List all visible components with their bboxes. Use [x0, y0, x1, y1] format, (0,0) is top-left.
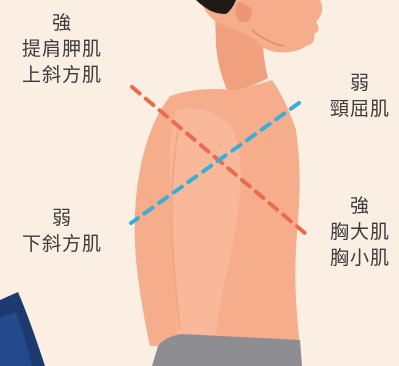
muscle-pectoralis-major: 胸大肌 — [318, 219, 399, 245]
label-strong-lower: 強 胸大肌 胸小肌 — [318, 193, 399, 271]
level-strong: 強 — [318, 193, 399, 219]
muscle-upper-trapezius: 上斜方肌 — [10, 62, 114, 88]
label-weak-upper: 弱 頸屈肌 — [318, 70, 399, 122]
muscle-neck-flexors: 頸屈肌 — [318, 96, 399, 122]
muscle-levator-scapulae: 提肩胛肌 — [10, 36, 114, 62]
level-strong: 強 — [10, 10, 114, 36]
level-weak: 弱 — [318, 70, 399, 96]
muscle-lower-trapezius: 下斜方肌 — [8, 231, 116, 257]
level-weak: 弱 — [8, 205, 116, 231]
label-strong-upper: 強 提肩胛肌 上斜方肌 — [10, 10, 114, 88]
label-weak-lower: 弱 下斜方肌 — [8, 205, 116, 257]
muscle-pectoralis-minor: 胸小肌 — [318, 245, 399, 271]
